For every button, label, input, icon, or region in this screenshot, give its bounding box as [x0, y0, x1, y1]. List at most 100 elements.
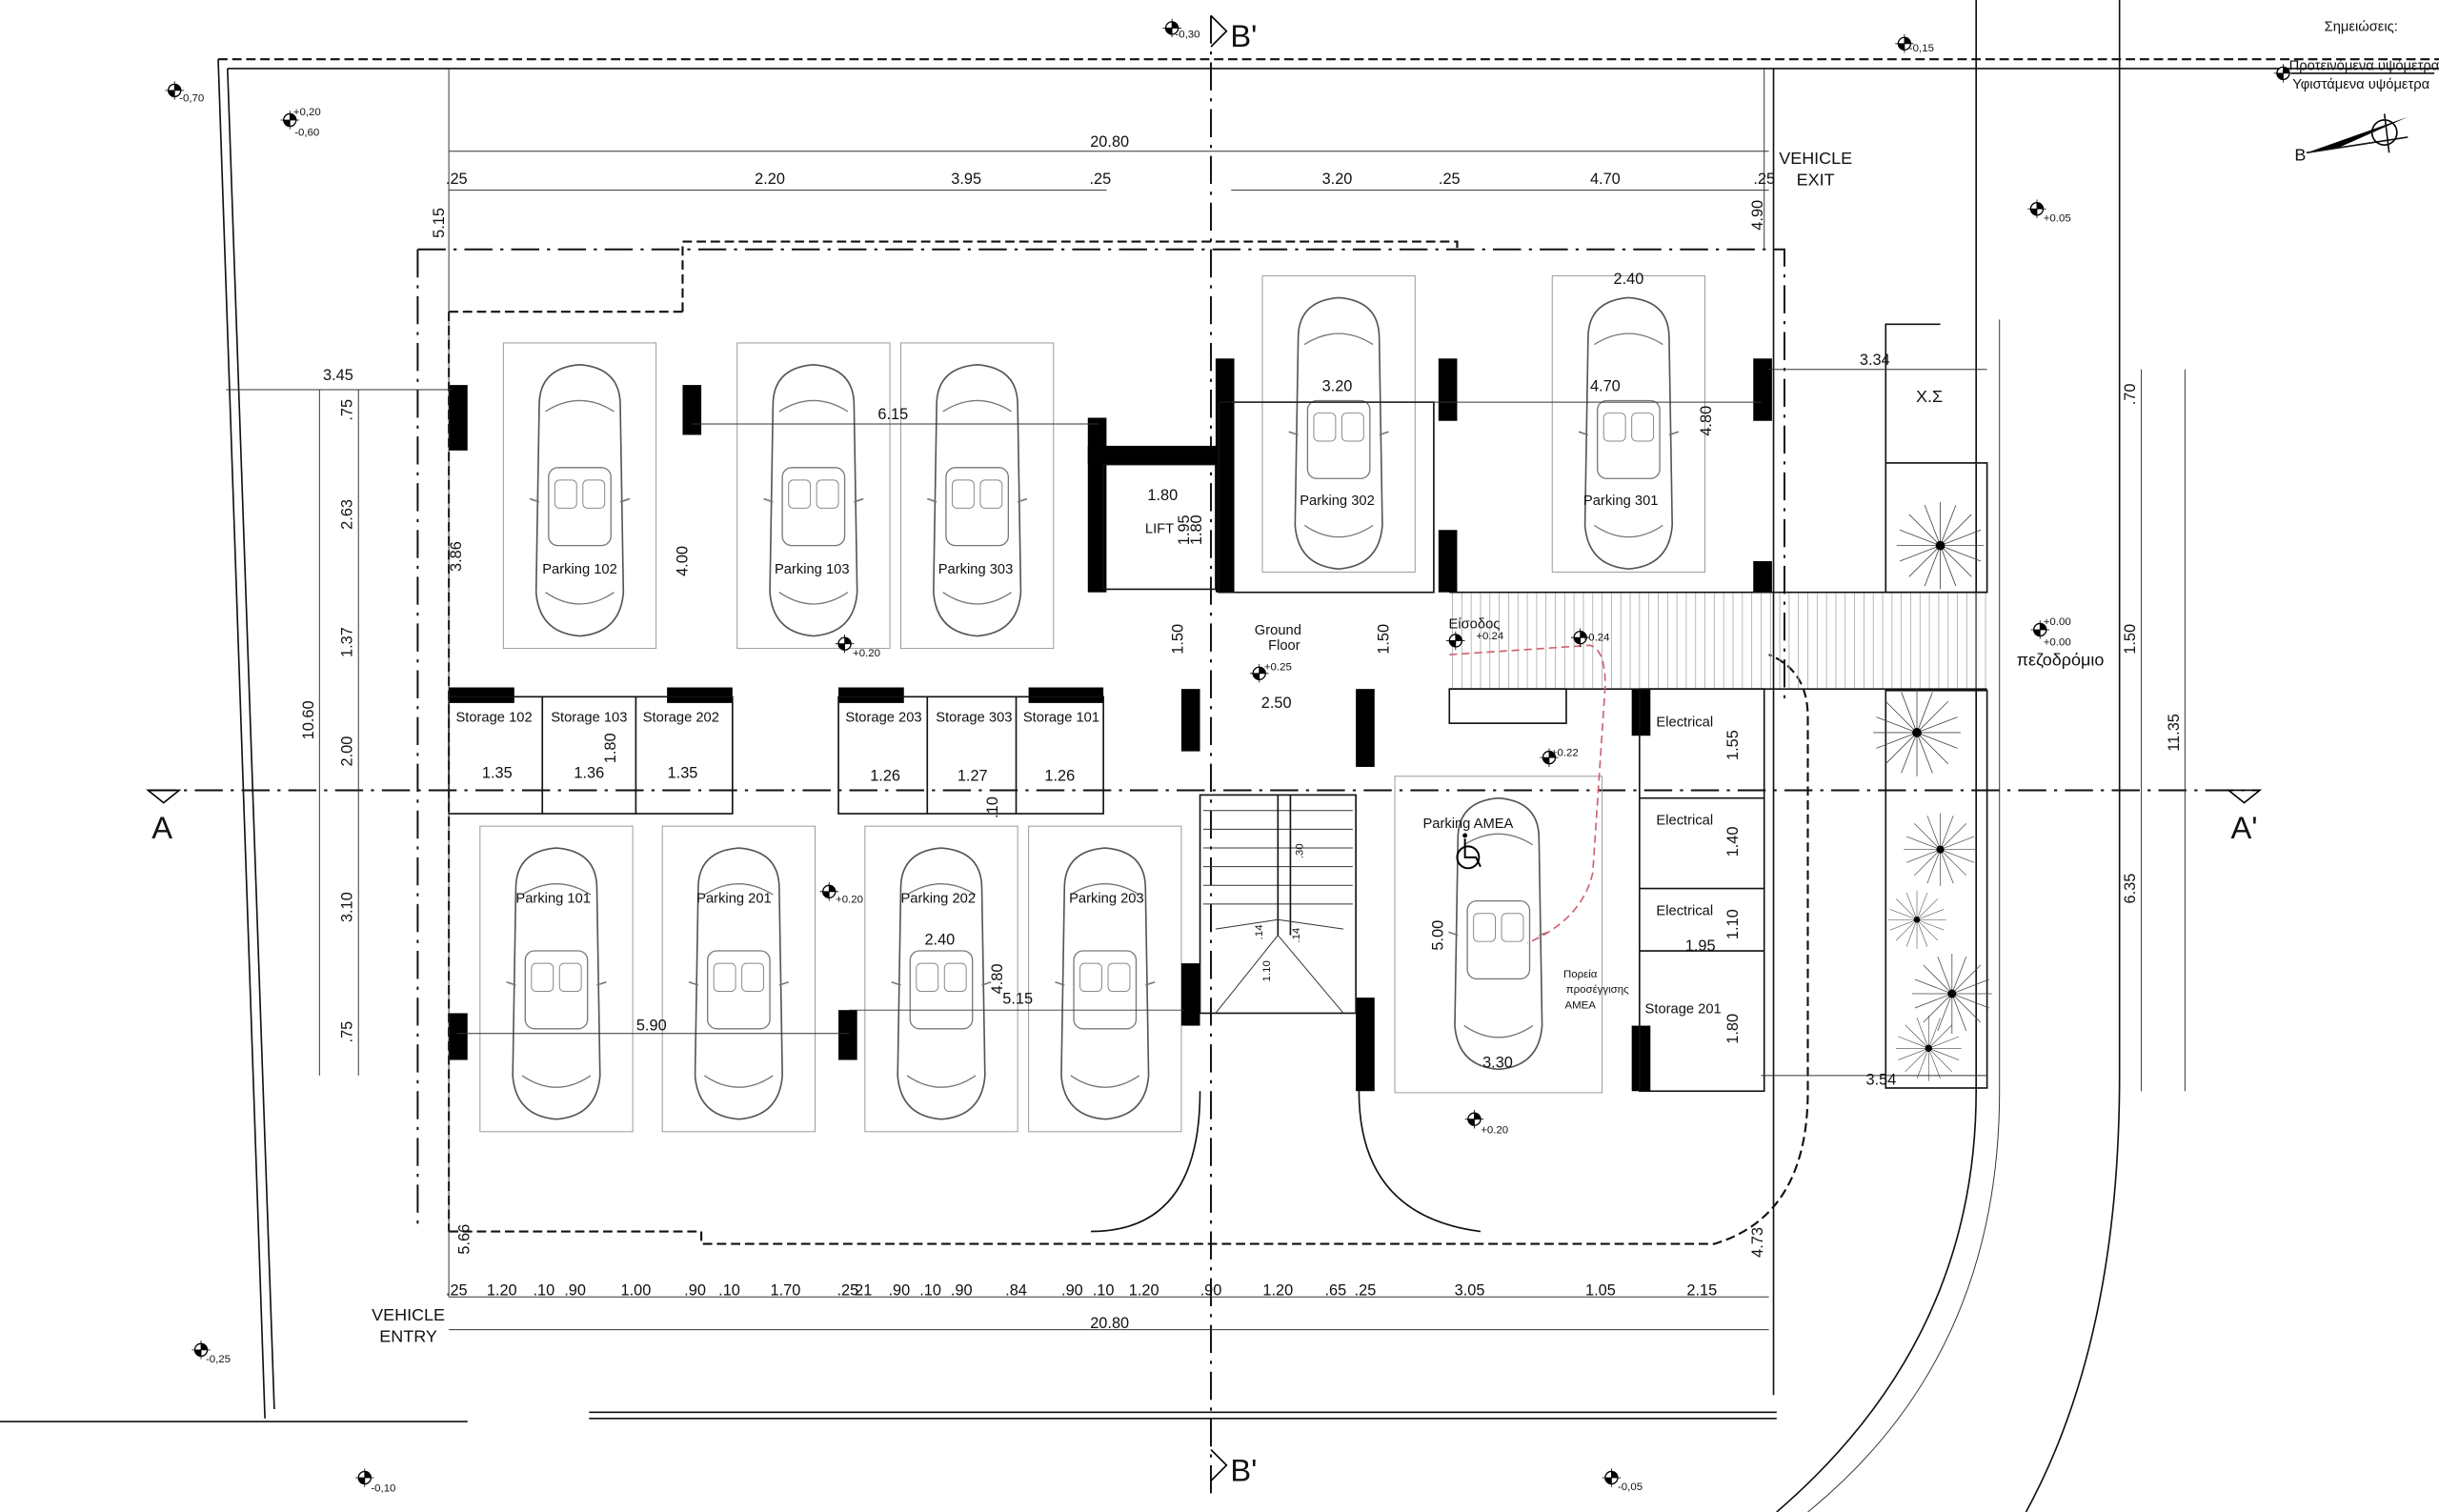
dimension-bottom: .25	[1355, 1282, 1377, 1300]
dimension-bottom: 1.20	[487, 1282, 517, 1300]
room-outlines	[448, 323, 1988, 1093]
level-value: +0.20	[853, 648, 880, 659]
dimension-top: .25	[1753, 171, 1775, 188]
dimension-label: 1.36	[574, 764, 604, 781]
vehicle-entry-label: VEHICLE	[372, 1305, 445, 1324]
wall-segment	[682, 385, 702, 435]
dimension-label: 1.80	[1147, 487, 1178, 504]
car-icon	[1054, 847, 1156, 1120]
level-value: +0.00	[2044, 636, 2071, 648]
dimension-label: 3.54	[1865, 1072, 1896, 1089]
ground-floor-label: Ground	[1255, 623, 1301, 638]
xs-label: Χ.Σ	[1916, 387, 1943, 406]
dimension-label: 5.15	[431, 208, 448, 238]
section-marker-b-prime-bottom: B'	[1230, 1452, 1257, 1487]
dimension-top: .25	[446, 171, 468, 188]
car-icon	[505, 847, 608, 1120]
dimension-label: 4.70	[1590, 378, 1621, 395]
electrical-label: Electrical	[1656, 813, 1713, 828]
amea-path-label: προσέγγισης	[1566, 984, 1629, 996]
storage-label: Storage 203	[845, 711, 921, 726]
dimension-label: 1.26	[870, 768, 900, 785]
dimension-bottom: 1.05	[1585, 1282, 1616, 1300]
level-value: -0,05	[1618, 1482, 1643, 1493]
parking-label: Parking AMEA	[1422, 816, 1513, 832]
wall-segment	[1753, 358, 1772, 421]
parking-bay	[1261, 275, 1416, 573]
section-marker-a: A	[151, 810, 172, 845]
entrance-label: Είσοδος	[1449, 616, 1501, 632]
storage-label: Storage 201	[1645, 1001, 1722, 1017]
car-icon	[926, 364, 1028, 637]
dimension-label: 1.50	[1170, 624, 1187, 655]
north-label: B	[2294, 146, 2306, 165]
level-value: +0.05	[2044, 212, 2071, 224]
level-value: +0.22	[1551, 747, 1579, 758]
storage-label: Storage 102	[455, 711, 532, 726]
dimension-label: 1.95	[1685, 937, 1716, 955]
wall-segment	[1028, 687, 1104, 703]
dimension-top: .25	[1439, 171, 1461, 188]
dimension-bottom: .25	[446, 1282, 468, 1300]
level-value: +0,20	[293, 107, 321, 118]
sidewalk-label: πεζοδρόμιο	[2017, 651, 2105, 670]
level-value: -0,60	[294, 127, 319, 138]
parking-bay	[736, 342, 891, 650]
car-icon	[1578, 296, 1680, 570]
wall-segment	[838, 1010, 857, 1060]
wall-segment	[1180, 963, 1200, 1026]
parking-label: Parking 302	[1300, 494, 1375, 509]
dimension-bottom: .65	[1324, 1282, 1346, 1300]
dimension-left: 1.37	[339, 627, 356, 657]
wall-segment	[1438, 530, 1458, 593]
dimension-top: .25	[1089, 171, 1111, 188]
parking-label: Parking 203	[1069, 891, 1144, 906]
dimension-bottom: .10	[1093, 1282, 1115, 1300]
dimension-bottom: .90	[1200, 1282, 1222, 1300]
dimension-left: 3.10	[339, 892, 356, 922]
parking-bay	[479, 825, 634, 1133]
section-marker-b-prime-top: B'	[1230, 18, 1257, 53]
dimension-top: 4.70	[1590, 171, 1621, 188]
dimension-label: 5.90	[636, 1017, 667, 1034]
dimension-label: 4.73	[1749, 1227, 1766, 1258]
parking-label: Parking 301	[1583, 494, 1659, 509]
wall-segment	[1438, 358, 1458, 421]
parking-bay	[864, 825, 1018, 1133]
wall-segment	[1087, 445, 1220, 465]
dimension-label: 2.50	[1261, 695, 1292, 712]
amea-path-label: Πορεία	[1563, 969, 1598, 980]
dimension-bottom: 1.00	[620, 1282, 651, 1300]
dimension-label: 1.35	[482, 764, 513, 781]
dimension-label: 4.90	[1749, 200, 1766, 231]
dimension-left: 2.00	[339, 736, 356, 767]
dimension-top: 3.95	[951, 171, 981, 188]
parking-bay	[1394, 776, 1603, 1094]
level-value: +0.24	[1476, 631, 1504, 642]
wall-segment	[838, 687, 904, 703]
dimension-bottom: .25	[837, 1282, 858, 1300]
plan-texts: Σημειώσεις:Προτεινόμενα υψόμετραΥφιστάμε…	[151, 18, 2439, 1495]
dimension-label: 3.20	[1322, 378, 1353, 395]
parking-bay	[1028, 825, 1182, 1133]
dimension-bottom: .90	[564, 1282, 586, 1300]
electrical-label: Electrical	[1656, 715, 1713, 730]
building-outline	[416, 240, 1809, 1245]
electrical-label: Electrical	[1656, 903, 1713, 918]
dimension-label: 1.26	[1044, 768, 1075, 785]
car-icon	[688, 847, 790, 1120]
dimension-bottom: .90	[1061, 1282, 1083, 1300]
level-value: +0.20	[836, 894, 863, 905]
dimension-label: 1.95	[1176, 514, 1193, 545]
amea-path-label: ΑΜΕΑ	[1564, 1000, 1596, 1012]
car-icon	[762, 364, 865, 637]
dimension-bottom: 1.70	[771, 1282, 801, 1300]
dimension-top: 2.20	[755, 171, 785, 188]
level-value: -0,30	[1175, 29, 1199, 40]
wall-segment	[1215, 358, 1235, 593]
dimension-label: 1.10	[1261, 960, 1273, 981]
level-value: +0.20	[1481, 1124, 1508, 1136]
vehicle-exit-label: EXIT	[1797, 171, 1835, 190]
wall-segment	[449, 385, 468, 451]
parking-label: Parking 101	[515, 891, 591, 906]
